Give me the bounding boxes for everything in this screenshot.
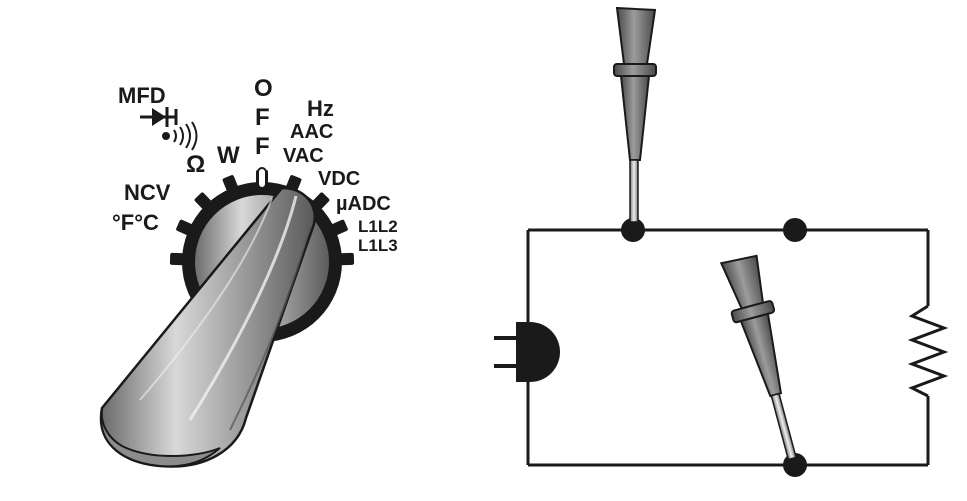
label-hz[interactable]: Hz [307, 96, 334, 121]
circuit-wires [526, 228, 930, 467]
cell-icon [494, 322, 560, 382]
label-vdc[interactable]: VDC [318, 168, 360, 190]
dial-labels: MFD Ω W O F F Hz AAC VAC [112, 75, 398, 255]
label-watt[interactable]: W [217, 142, 240, 169]
continuity-icon[interactable] [162, 121, 198, 151]
resistor-icon [907, 304, 949, 398]
dial-ticks [169, 170, 355, 266]
label-l1l2[interactable]: L1L2 [358, 217, 398, 236]
label-off-o[interactable]: O [254, 75, 273, 102]
diode-icon[interactable] [140, 107, 178, 127]
label-off-f2[interactable]: F [255, 133, 270, 160]
node-top-right[interactable] [783, 218, 807, 242]
label-vac[interactable]: VAC [283, 145, 324, 167]
circuit-nodes [621, 218, 807, 477]
dial-knob-handle[interactable] [99, 186, 316, 468]
label-temp[interactable]: °F°C [112, 210, 159, 235]
label-ohm[interactable]: Ω [186, 151, 205, 178]
label-ncv[interactable]: NCV [124, 180, 171, 205]
test-probe-bottom[interactable] [718, 253, 812, 464]
circuit [494, 218, 949, 477]
node-top-left[interactable] [621, 218, 645, 242]
label-uadc[interactable]: µADC [336, 193, 391, 215]
label-aac[interactable]: AAC [290, 121, 333, 143]
label-off-f1[interactable]: F [255, 104, 270, 131]
rotary-dial[interactable]: MFD Ω W O F F Hz AAC VAC [99, 75, 398, 468]
label-l1l3[interactable]: L1L3 [358, 236, 398, 255]
test-probe-top[interactable] [613, 6, 657, 223]
label-mfd[interactable]: MFD [118, 83, 166, 108]
